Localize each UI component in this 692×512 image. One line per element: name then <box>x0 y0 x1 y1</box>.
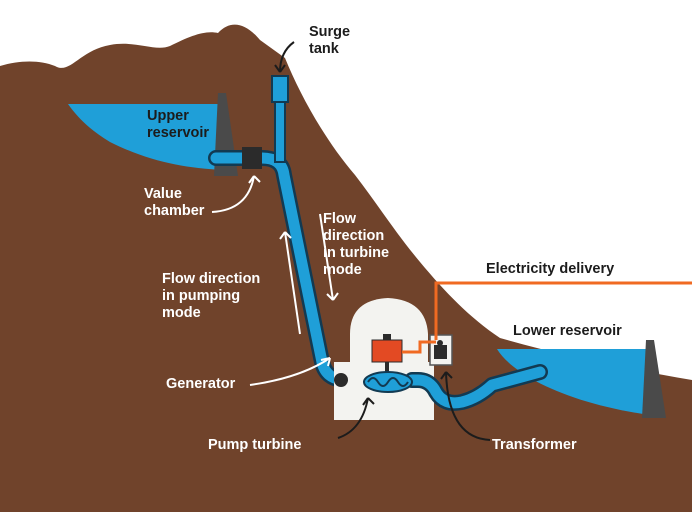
white-callouts <box>211 175 339 386</box>
power-line <box>402 281 692 354</box>
valve-chamber-label: Value chamber <box>144 186 205 219</box>
generator-icon <box>371 334 403 372</box>
lower-reservoir-label: Lower reservoir <box>513 323 622 339</box>
flow-turbine-mode-label: Flow direction in turbine mode <box>323 211 390 278</box>
upper-reservoir-water <box>68 104 222 170</box>
generator-label: Generator <box>166 376 236 392</box>
electricity-delivery-label: Electricity delivery <box>486 261 615 277</box>
lower-dam-icon <box>642 340 666 418</box>
pump-turbine-label: Pump turbine <box>208 437 302 453</box>
upper-reservoir-label: Upper reservoir <box>147 108 210 141</box>
valve-chamber-icon <box>242 147 262 169</box>
transformer-label: Transformer <box>492 437 577 453</box>
dark-callouts <box>274 41 491 441</box>
surge-tank-icon <box>271 75 289 163</box>
transformer-icon <box>429 334 453 366</box>
pump-turbine-icon <box>334 371 413 393</box>
flow-pumping-mode-label: Flow direction in pumping mode <box>162 271 261 321</box>
surge-tank-label: Surge tank <box>309 24 351 57</box>
tailrace-pipe <box>404 364 548 411</box>
